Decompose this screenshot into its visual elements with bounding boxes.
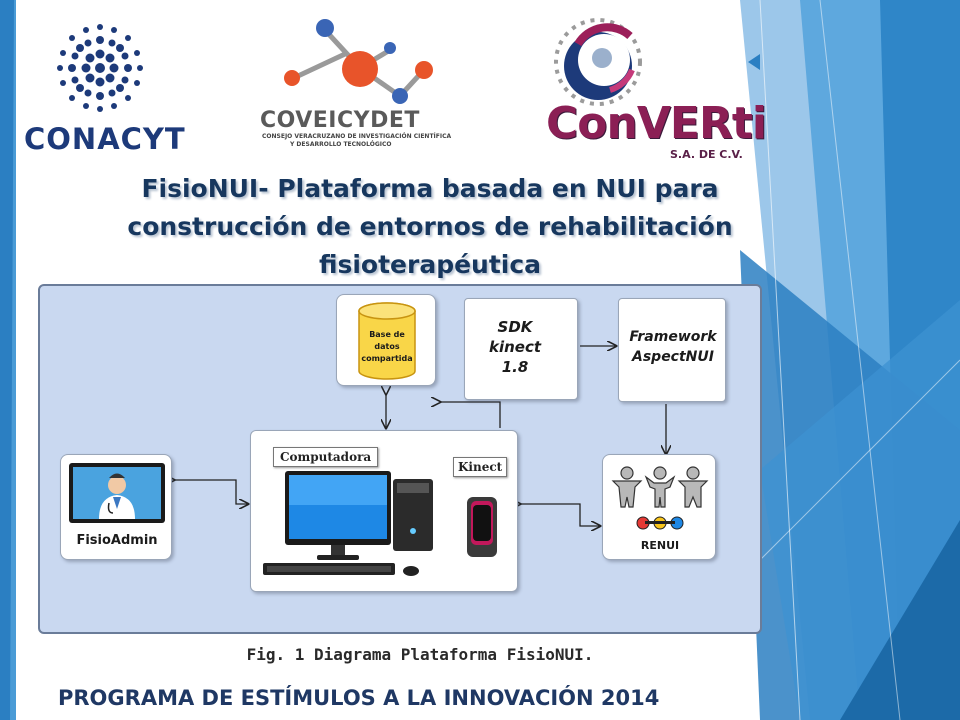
coveicydet-logo: COVEICYDET CONSEJO VERACRUZANO DE INVEST… [250,14,470,154]
figure-caption: Fig. 1 Diagrama Plataforma FisioNUI. [246,645,594,664]
sdk-label-line-3: 1.8 [501,358,529,376]
database-label-line-1: Base de [369,330,405,339]
computer-label: Computadora [273,447,379,467]
diagram-connectors [40,286,764,636]
framework-label-line-2: AspectNUI [632,349,714,365]
conacyt-emblem-icon [57,24,143,112]
molecule-icon [284,19,433,104]
title-line-1: FisioNUI- Plataforma basada en NUI para [141,174,719,203]
coveicydet-subtitle-1: CONSEJO VERACRUZANO DE INVESTIGACIÓN CIE… [262,133,452,140]
computer-box: Computadora Kinect [250,430,518,592]
sdk-label-line-1: SDK [497,318,533,336]
fisioadmin-label: FisioAdmin [76,533,158,548]
conacyt-logo: CONACYT [20,18,185,158]
converti-wordmark-text: ConVERti [546,98,767,149]
database-label-line-3: compartida [361,354,413,363]
renui-label: RENUI [640,539,680,552]
database-box: Base de datos compartida [336,294,436,386]
framework-label-line-1: Framework [629,329,717,345]
converti-emblem-icon [554,18,642,106]
coveicydet-subtitle-2: Y DESARROLLO TECNOLÓGICO [290,141,392,148]
database-label-line-2: datos [374,342,400,351]
converti-logo: ConVERti S.A. DE C.V. [540,14,767,164]
footer-program: PROGRAMA DE ESTÍMULOS A LA INNOVACIÓN 20… [58,686,660,710]
sdk-label-line-2: kinect [488,338,542,356]
renui-box: RENUI [602,454,716,560]
platform-diagram: Base de datos compartida SDK kinect 1.8 … [38,284,762,634]
fisioadmin-box: FisioAdmin [60,454,172,560]
title-line-2: construcción de entornos de rehabilitaci… [127,212,733,241]
framework-label: Framework AspectNUI [619,327,727,367]
converti-wordmark: ConVERti [546,98,767,149]
computer-illustration-icon [263,471,497,576]
sdk-kinect-label: SDK kinect 1.8 [485,317,545,377]
sdk-kinect-box: SDK kinect 1.8 [464,298,578,400]
coveicydet-wordmark: COVEICYDET [260,108,420,133]
title-line-3: fisioterapéutica [318,250,542,279]
renui-figures-icon [611,466,709,530]
conacyt-wordmark: CONACYT [24,122,186,156]
kinect-label: Kinect [453,457,508,477]
converti-suffix: S.A. DE C.V. [670,148,743,161]
database-cylinder-icon [358,302,416,380]
database-label: Base de datos compartida [351,329,423,365]
slide-title: FisioNUI- Plataforma basada en NUI para … [90,170,770,284]
framework-aspectnui-box: Framework AspectNUI [618,298,726,402]
doctor-monitor-icon [69,463,165,523]
